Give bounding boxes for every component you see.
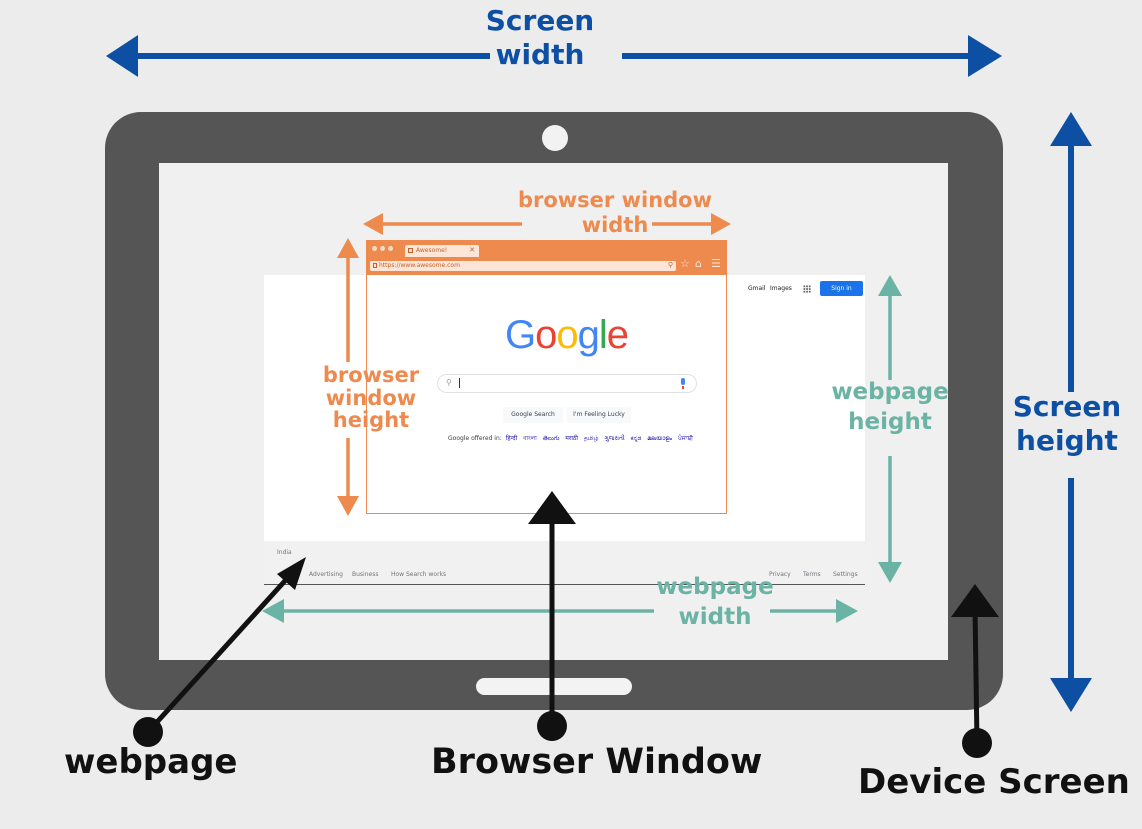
- browser-height-arrow: [337, 238, 359, 516]
- webpage-footer: India Advertising Business How Search wo…: [264, 541, 865, 585]
- webpage-height-label: webpage height: [826, 378, 954, 438]
- window-minimize-icon[interactable]: [380, 246, 385, 251]
- webpage: [264, 275, 865, 585]
- google-logo: Google: [505, 313, 629, 358]
- google-logo-letter: l: [598, 313, 608, 357]
- webpage-width-label-line: webpage: [656, 574, 774, 600]
- window-maximize-icon[interactable]: [388, 246, 393, 251]
- browser-width-arrow: [363, 213, 731, 235]
- browser-window-height-label-line: window: [325, 385, 417, 410]
- google-logo-letter: o: [556, 313, 578, 357]
- webpage-pointer-arrow: [133, 557, 306, 747]
- sign-in-button[interactable]: Sign in: [820, 281, 863, 296]
- browser-window-caption: Browser Window: [431, 742, 763, 782]
- google-logo-letter: g: [577, 313, 600, 357]
- webpage-height-arrow: [878, 275, 902, 583]
- page-icon: [408, 248, 413, 253]
- webpage-caption: webpage: [64, 742, 238, 782]
- gmail-link[interactable]: Gmail: [748, 285, 766, 292]
- footer-link-advertising[interactable]: Advertising: [309, 571, 343, 578]
- images-link[interactable]: Images: [770, 285, 792, 292]
- browser-tab[interactable]: Awesome! ✕: [405, 245, 479, 257]
- webpage-height-label-line: height: [848, 408, 932, 435]
- text-caret: [459, 378, 460, 388]
- search-icon[interactable]: ⚲: [667, 261, 673, 269]
- footer-link-terms[interactable]: Terms: [803, 571, 821, 578]
- feeling-lucky-button[interactable]: I'm Feeling Lucky: [567, 407, 631, 423]
- device-pointer-arrow: [951, 584, 999, 758]
- screen-width-label-line: Screen: [485, 4, 595, 37]
- tab-close-icon[interactable]: ✕: [469, 246, 475, 254]
- camera-icon: [542, 125, 568, 151]
- screen-height-arrow: [1050, 112, 1092, 712]
- google-search-button[interactable]: Google Search: [503, 407, 563, 423]
- google-logo-letter: G: [505, 313, 536, 357]
- webpage-width-label: webpage width: [648, 573, 782, 633]
- footer-country: India: [277, 549, 292, 556]
- lock-icon: [373, 263, 377, 268]
- star-icon[interactable]: ☆: [680, 257, 690, 270]
- offered-in-label: Google offered in:: [448, 435, 502, 442]
- google-logo-letter: e: [606, 313, 629, 357]
- microphone-icon[interactable]: [681, 378, 685, 385]
- browser-window-width-label-line: browser window: [517, 188, 713, 212]
- browser-window-height-label-line: browser: [322, 363, 420, 387]
- url-text: https://www.awesome.com: [379, 262, 460, 269]
- google-logo-letter: o: [535, 313, 557, 357]
- footer-link-settings[interactable]: Settings: [833, 571, 858, 578]
- footer-link-how-search-works[interactable]: How Search works: [391, 571, 447, 578]
- languages-offered: Google offered in:हिन्दी বাংলা తెలుగు मर…: [448, 433, 693, 444]
- footer-link-business[interactable]: Business: [352, 571, 379, 578]
- device-screen-caption: Device Screen: [858, 762, 1130, 802]
- tab-title: Awesome!: [416, 247, 448, 254]
- screen-width-label-line: width: [495, 37, 585, 71]
- language-links[interactable]: हिन्दी বাংলা తెలుగు मराठी தமிழ் ગુજરાતી …: [505, 435, 694, 442]
- home-icon[interactable]: ⌂: [695, 257, 702, 270]
- webpage-width-arrow: [262, 599, 858, 623]
- webpage-width-label-line: width: [678, 603, 752, 630]
- search-icon: ⚲: [446, 378, 452, 387]
- browser-pointer-arrow: [528, 491, 576, 741]
- menu-icon[interactable]: ☰: [711, 257, 721, 270]
- screen-height-label-line: height: [1016, 423, 1118, 457]
- window-close-icon[interactable]: [372, 246, 377, 251]
- search-input[interactable]: ⚲: [437, 374, 697, 393]
- footer-link-privacy[interactable]: Privacy: [769, 571, 791, 578]
- address-bar[interactable]: https://www.awesome.com ⚲: [370, 261, 676, 271]
- browser-window-height-label-line: height: [332, 408, 410, 433]
- browser-window-width-label-line: width: [581, 213, 649, 238]
- webpage-height-label-line: webpage: [831, 379, 949, 405]
- microphone-stem: [682, 386, 684, 389]
- screen-height-label-line: Screen: [1012, 390, 1122, 423]
- screen-width-arrow: [106, 35, 1002, 77]
- apps-grid-icon[interactable]: [803, 285, 811, 293]
